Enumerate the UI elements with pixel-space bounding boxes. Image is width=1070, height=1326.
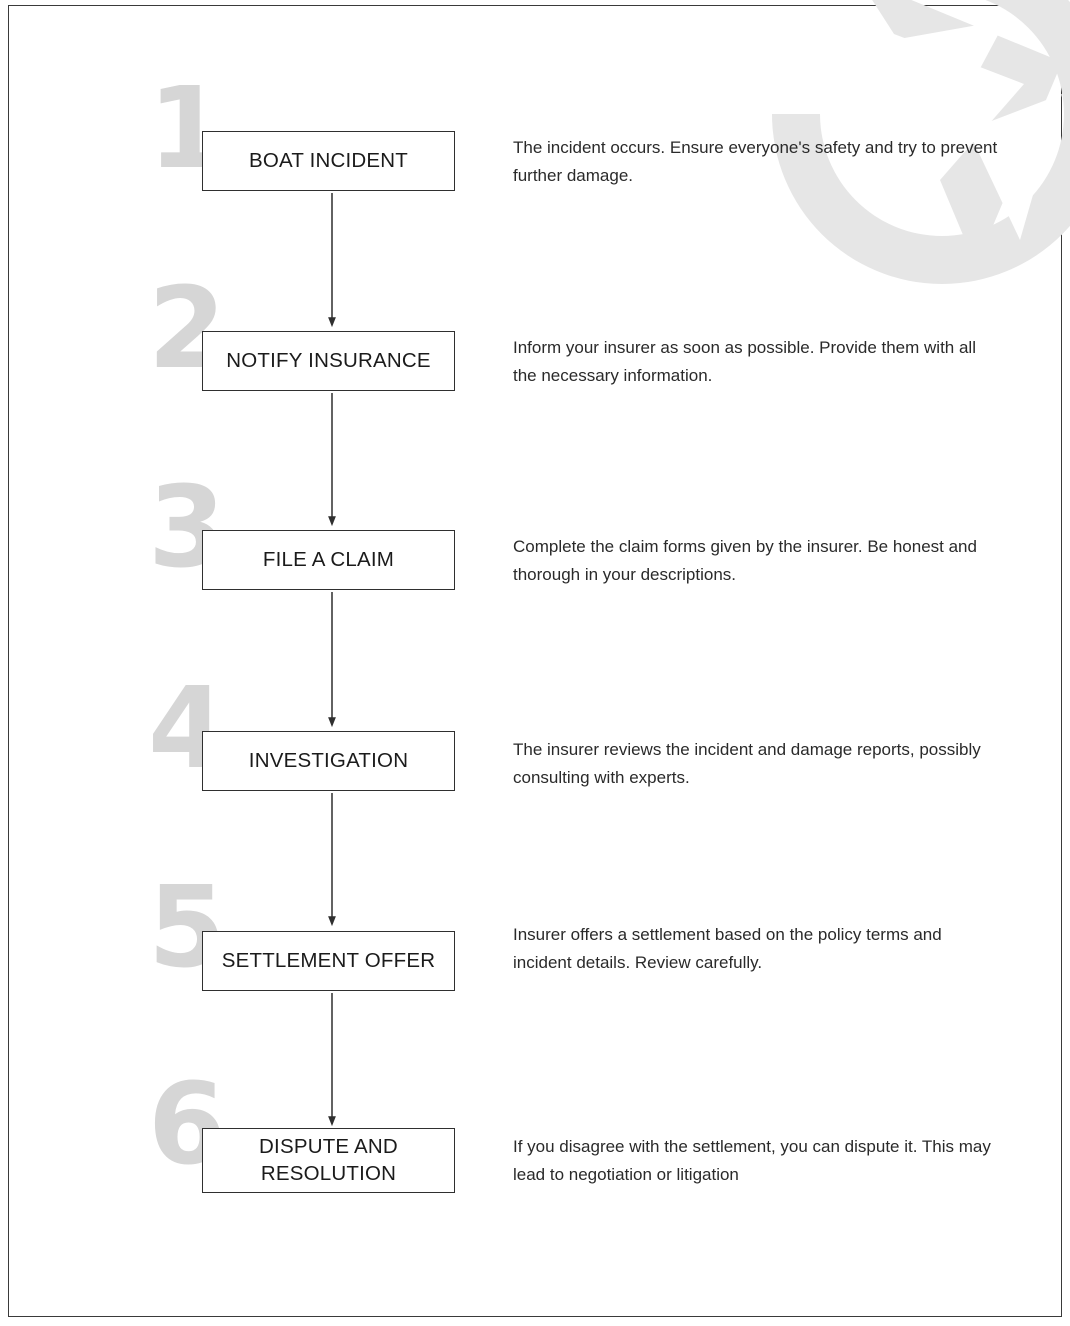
step-description-3: Complete the claim forms given by the in…	[513, 537, 977, 584]
step-description-2: Inform your insurer as soon as possible.…	[513, 338, 976, 385]
step-title-1: BOAT INCIDENT	[248, 148, 409, 172]
step-box-file-a-claim[interactable]: FILE A CLAIM	[202, 530, 455, 590]
step-box-settlement-offer[interactable]: SETTLEMENT OFFER	[202, 931, 455, 991]
step-box-investigation[interactable]: INVESTIGATION	[202, 731, 455, 791]
step-title-5: SETTLEMENT OFFER	[221, 948, 436, 972]
step-title-6: DISPUTE AND RESOLUTION	[259, 1135, 398, 1185]
step-title-2: NOTIFY INSURANCE	[226, 348, 431, 372]
step-box-notify-insurance[interactable]: NOTIFY INSURANCE	[202, 331, 455, 391]
step-title-3: FILE A CLAIM	[262, 547, 395, 571]
step-description-6: If you disagree with the settlement, you…	[513, 1137, 991, 1184]
step-title-4: INVESTIGATION	[248, 748, 409, 772]
step-description-1: The incident occurs. Ensure everyone's s…	[513, 138, 998, 185]
step-box-dispute-and-resolution[interactable]: DISPUTE AND RESOLUTION	[202, 1128, 455, 1193]
step-box-boat-incident[interactable]: BOAT INCIDENT	[202, 131, 455, 191]
step-description-4: The insurer reviews the incident and dam…	[513, 740, 981, 787]
step-description-5: Insurer offers a settlement based on the…	[513, 925, 942, 972]
